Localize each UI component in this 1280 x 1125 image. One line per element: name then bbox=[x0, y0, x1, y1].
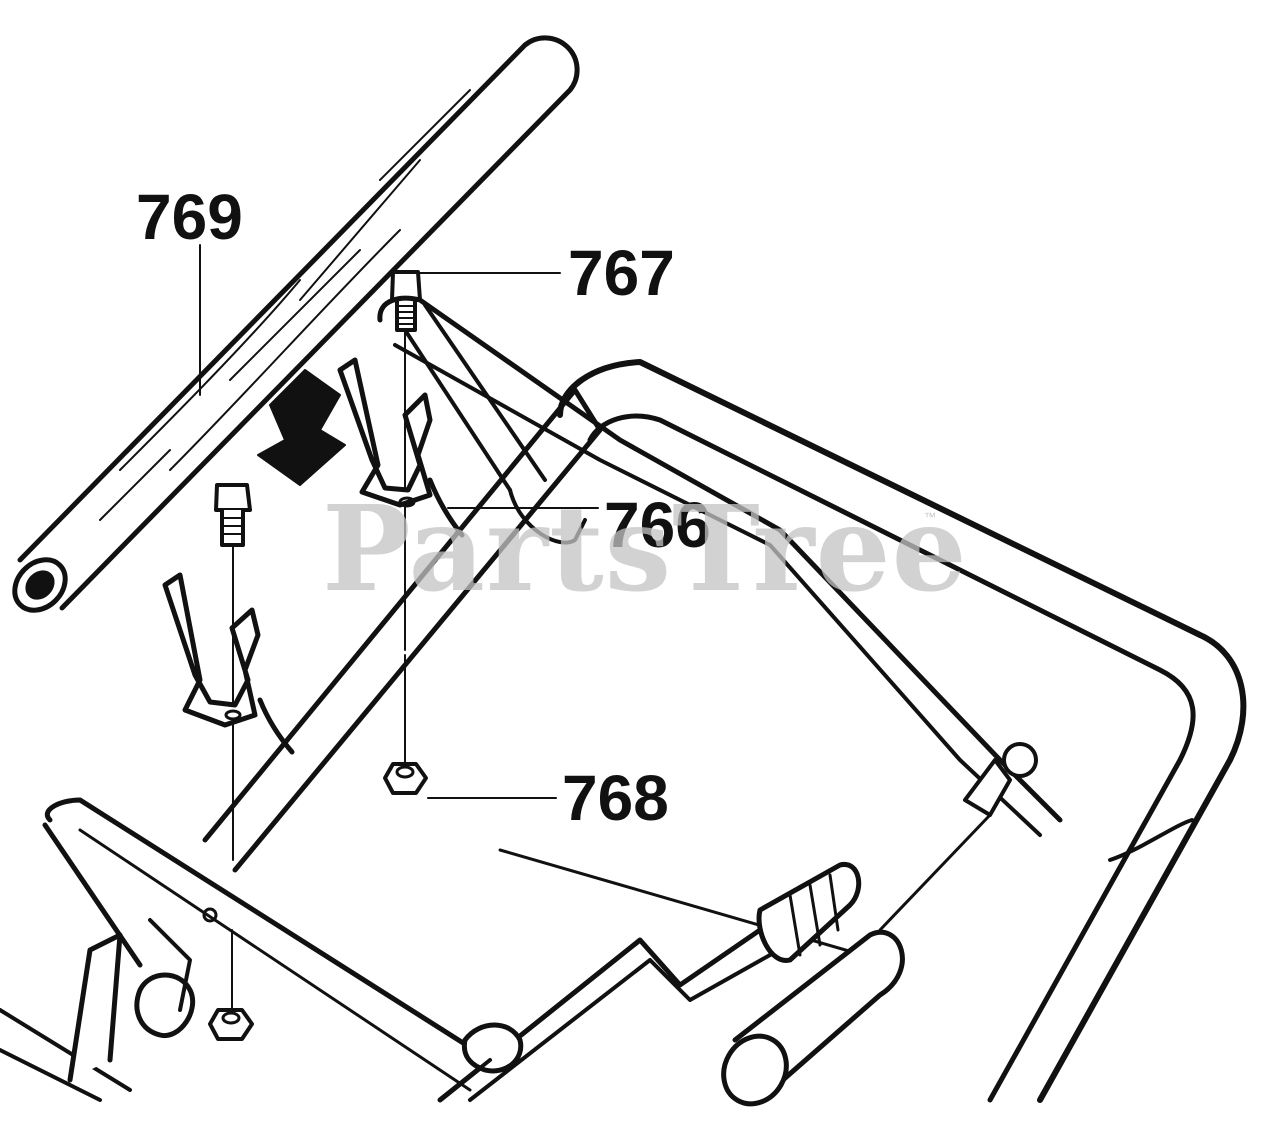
callout-767: 767 bbox=[568, 237, 675, 309]
handle-grip-769 bbox=[12, 35, 580, 613]
control-rod bbox=[437, 742, 1038, 1107]
nut-768-left bbox=[208, 929, 254, 1041]
lower-left-bracket bbox=[0, 918, 196, 1102]
clip-766-left bbox=[162, 572, 295, 755]
arrow-down-icon bbox=[257, 369, 346, 486]
callout-769: 769 bbox=[136, 181, 243, 253]
nut-768-right bbox=[383, 654, 428, 795]
callout-768: 768 bbox=[562, 762, 669, 834]
watermark-trademark: ™ bbox=[924, 510, 936, 524]
callout-766: 766 bbox=[604, 489, 711, 561]
watermark-logo: PartsTree bbox=[322, 479, 968, 618]
